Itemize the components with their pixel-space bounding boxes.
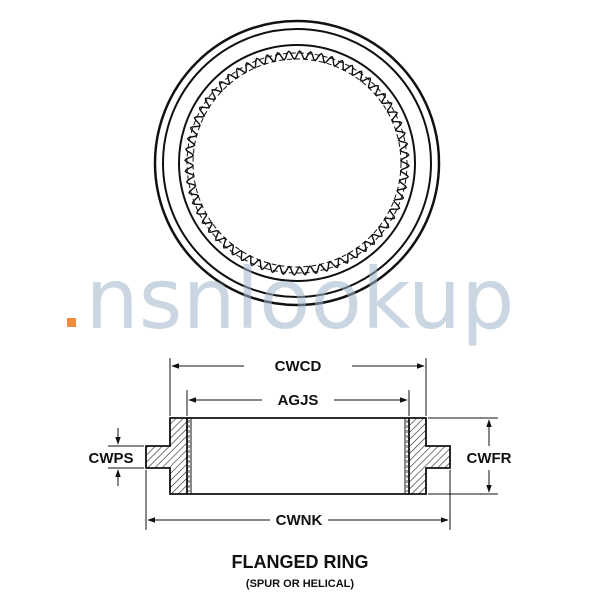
agjs-label: AGJS [278, 392, 319, 409]
inner-flange-circle [178, 44, 416, 282]
diagram-title: FLANGED RING [232, 552, 369, 572]
outer-body-circle [162, 28, 432, 298]
cwfr-label: CWFR [467, 450, 512, 467]
right-wall-section [408, 417, 451, 495]
watermark-text: nsnlookup [86, 250, 515, 348]
ring-section-view: CWCD AGJS CWPS CWFR CWNK [89, 358, 512, 530]
ring-top-view [153, 19, 441, 307]
pitch-circle-inner [192, 58, 402, 268]
left-tooth-band [186, 417, 192, 495]
watermark-dot [67, 318, 76, 327]
internal-gear-teeth [184, 50, 410, 276]
outer-flange-circle [153, 19, 441, 307]
cwps-label: CWPS [89, 450, 134, 467]
right-tooth-band [404, 417, 410, 495]
left-wall-section [145, 417, 188, 495]
pitch-circle-outer [186, 52, 408, 274]
cwcd-label: CWCD [275, 358, 322, 375]
diagram-subtitle: (SPUR OR HELICAL) [246, 578, 355, 590]
cwnk-label: CWNK [276, 512, 323, 529]
watermark: nsnlookup [67, 250, 514, 348]
